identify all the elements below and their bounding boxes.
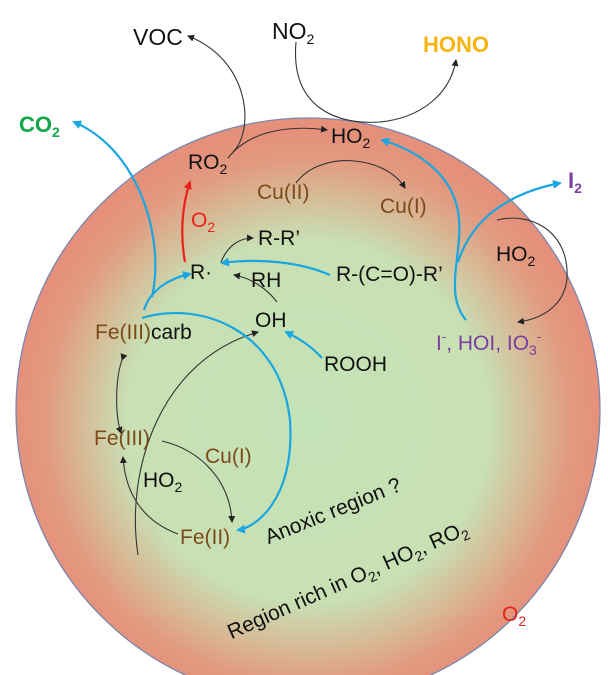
arrow-fe3carb-to-co2 xyxy=(72,120,157,298)
fe3carb-carb: carb xyxy=(151,321,192,344)
aerosol-particle xyxy=(15,117,601,675)
iodide-superscript: - xyxy=(441,329,447,344)
no2-subscript: 2 xyxy=(306,31,315,47)
i2-label: I2 xyxy=(568,168,582,196)
cu1-bottom-label: Cu(I) xyxy=(205,445,252,468)
arrow-r-to-ro2-o2 xyxy=(181,180,192,263)
fe3carb-label: Fe(III)carb xyxy=(95,322,192,343)
hono-label: HONO xyxy=(423,32,489,57)
ro2-label: RO2 xyxy=(188,151,227,176)
cu1-top-label: Cu(I) xyxy=(380,195,427,218)
i2-base: I xyxy=(568,168,575,193)
iodide-base: I xyxy=(436,332,442,355)
arrow-ketone-to-r xyxy=(220,257,331,277)
co2-base: CO xyxy=(19,112,52,137)
o2-red-label: O2 xyxy=(191,209,215,234)
arrow-oh-to-r xyxy=(233,272,278,303)
arrow-fe3carb-to-r xyxy=(142,270,192,311)
o2-outside-subscript: 2 xyxy=(518,613,527,629)
ho2-right-label: HO2 xyxy=(496,243,535,268)
ho2-bottom-base: HO xyxy=(143,469,175,492)
fe2-label: Fe(II) xyxy=(180,526,231,549)
arrow-fe2-to-oh xyxy=(134,330,259,556)
arrow-ro2-to-voc xyxy=(187,34,246,153)
arrow-fe3carb-to-fe2 xyxy=(141,311,292,534)
arrow-ho2-cycle-iodine xyxy=(496,217,568,325)
iodine-species-label: I-, HOI, IO3- xyxy=(436,330,541,357)
o2-outside-label: O2 xyxy=(502,603,526,628)
arrow-ro2-to-ho2 xyxy=(227,125,328,159)
ho2-bottom-subscript: 2 xyxy=(174,479,183,495)
rr-prime-label: R-R’ xyxy=(258,227,300,250)
ho2-bottom-label: HO2 xyxy=(143,469,182,494)
ho2-top-subscript: 2 xyxy=(362,135,371,151)
arrow-iodide-to-ho2 xyxy=(380,137,467,321)
arrow-rooh-to-oh xyxy=(284,331,323,359)
ho2-right-subscript: 2 xyxy=(527,253,536,269)
hoi-io3-text: , HOI, IO xyxy=(446,332,530,355)
arrow-fe2-to-fe3 xyxy=(119,456,179,535)
o2-outside-base: O xyxy=(502,603,519,626)
ro2-subscript: 2 xyxy=(219,161,228,177)
ho2-top-label: HO2 xyxy=(331,125,370,150)
o2-red-subscript: 2 xyxy=(207,219,216,235)
ho2-top-base: HO xyxy=(331,125,363,148)
arrow-iodide-to-i2 xyxy=(456,179,562,263)
no2-base: NO xyxy=(272,18,307,44)
ketone-label: R-(C=O)-R’ xyxy=(336,263,443,286)
ho2-right-base: HO xyxy=(496,243,528,266)
rh-label: RH xyxy=(251,269,282,292)
fe3carb-iron: Fe(III) xyxy=(95,321,151,344)
rooh-label: ROOH xyxy=(324,353,387,376)
co2-subscript: 2 xyxy=(52,124,60,140)
arrow-no2-to-hono xyxy=(295,41,459,123)
no2-label: NO2 xyxy=(272,18,314,47)
io3-superscript: - xyxy=(536,329,542,344)
voc-label: VOC xyxy=(133,24,183,50)
co2-label: CO2 xyxy=(19,112,60,140)
r-radical-label: R· xyxy=(190,261,213,284)
arrow-fe3-to-fe2 xyxy=(161,440,236,523)
io3-subscript: 3 xyxy=(529,342,537,358)
i2-subscript: 2 xyxy=(574,180,582,196)
o2-red-base: O xyxy=(191,209,208,232)
arrow-fe3carb-fe3-double xyxy=(115,353,128,434)
ro2-base: RO xyxy=(188,151,220,174)
arrow-cu2-to-cu1-top xyxy=(295,160,406,189)
cu2-top-label: Cu(II) xyxy=(257,181,310,204)
fe3-label: Fe(III) xyxy=(94,427,150,450)
oh-label: OH xyxy=(255,309,287,332)
